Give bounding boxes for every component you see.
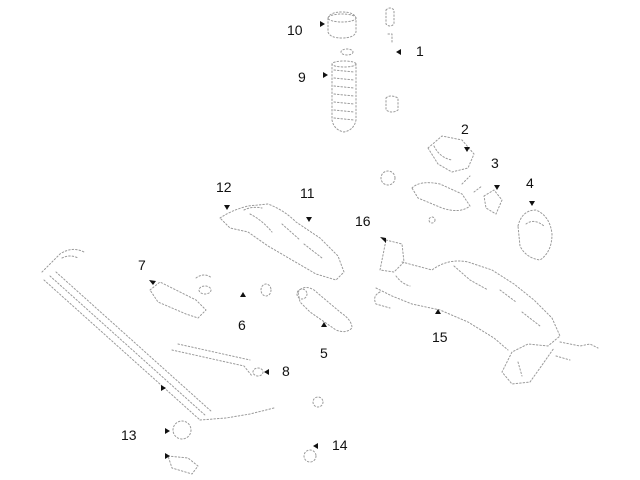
part-2-3-bracket <box>380 135 503 224</box>
pointer-13b <box>165 453 170 459</box>
callout-14: 14 <box>332 437 348 453</box>
callout-13: 13 <box>121 427 137 443</box>
pointer-9 <box>323 72 328 78</box>
part-4-cover <box>517 209 553 261</box>
pointer-2 <box>464 147 470 152</box>
callout-6: 6 <box>238 317 246 333</box>
part-6-washer <box>198 283 272 297</box>
pointer-14 <box>313 443 318 449</box>
pointer-16 <box>380 237 386 243</box>
callout-8: 8 <box>282 363 290 379</box>
callout-7: 7 <box>138 257 146 273</box>
callout-9: 9 <box>298 69 306 85</box>
part-5-link <box>296 286 353 333</box>
part-8-rod <box>171 343 264 377</box>
pointer-handle <box>161 385 166 391</box>
pointer-8 <box>264 369 269 375</box>
callout-5: 5 <box>320 345 328 361</box>
part-15-16-frame <box>374 239 599 385</box>
callout-4: 4 <box>526 175 534 191</box>
part-11-12-upper-arm <box>219 203 345 281</box>
pointer-12 <box>224 205 230 210</box>
callout-15: 15 <box>432 329 448 345</box>
pointer-10 <box>320 21 325 27</box>
part-7-bolt <box>149 274 213 319</box>
callout-11: 11 <box>300 185 315 201</box>
callout-2: 2 <box>461 121 469 137</box>
part-14-nut <box>303 396 324 463</box>
pointer-7 <box>149 280 156 285</box>
callout-10: 10 <box>287 22 303 38</box>
callout-16: 16 <box>355 213 371 229</box>
pointer-15 <box>435 309 441 314</box>
pointer-4 <box>529 201 535 206</box>
long-handle <box>41 248 275 421</box>
callout-1: 1 <box>416 43 424 59</box>
part-13-fitting <box>167 420 199 475</box>
part-10-cap <box>327 11 357 56</box>
pointer-13 <box>165 428 170 434</box>
pointer-5 <box>321 322 327 327</box>
callout-3: 3 <box>491 155 499 171</box>
leader-pointers <box>149 21 535 459</box>
pointer-1 <box>396 49 401 55</box>
pointer-3 <box>494 185 500 190</box>
pointer-11 <box>306 217 312 222</box>
pointer-6 <box>240 292 246 297</box>
callout-12: 12 <box>216 179 232 195</box>
part-9-spring <box>331 60 357 133</box>
part-1-bolt <box>385 7 399 113</box>
